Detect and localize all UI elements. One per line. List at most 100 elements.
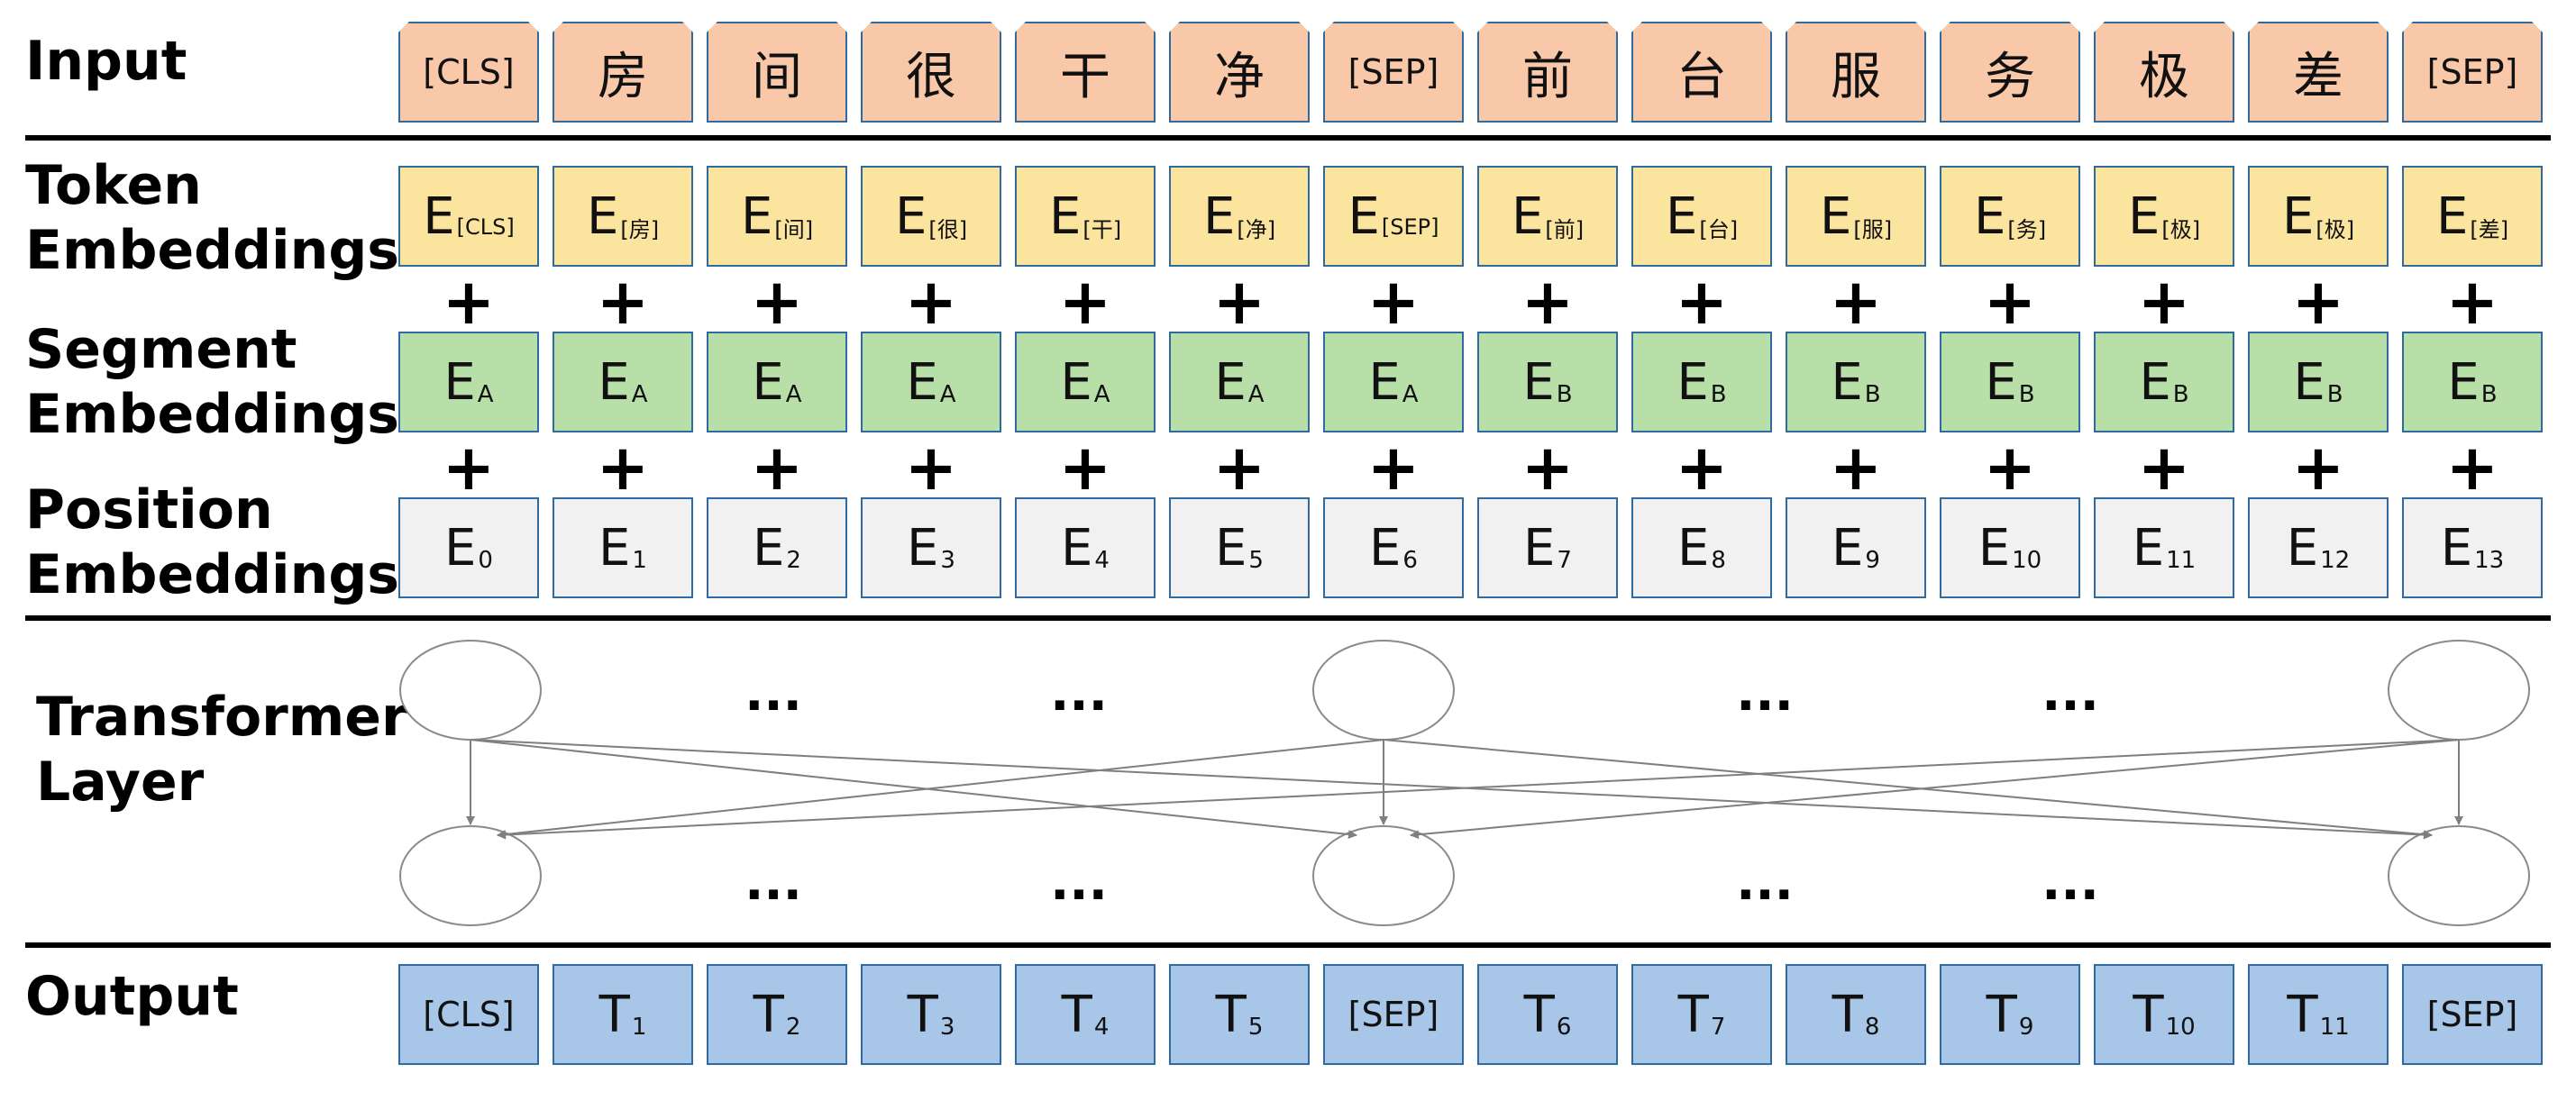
token-embedding-subscript: [极] <box>2316 216 2355 242</box>
input-row-label: Input <box>25 30 187 93</box>
plus-icon: + <box>750 265 804 339</box>
token-embedding-base: E <box>586 187 619 246</box>
ellipsis-icon: ... <box>1736 853 1794 912</box>
token-embedding-base: E <box>423 187 455 246</box>
ellipsis-icon: ... <box>1050 664 1108 723</box>
position-embedding-subscript: 4 <box>1094 547 1110 574</box>
output-token-subscript: 4 <box>1093 1014 1110 1041</box>
plus-icon: + <box>904 431 958 505</box>
plus-icon: + <box>1983 265 2037 339</box>
output-token-subscript: 3 <box>939 1014 955 1041</box>
position-embedding-base: E <box>2286 518 2319 578</box>
output-token: [SEP] <box>1323 964 1464 1065</box>
output-token-base: T <box>598 985 630 1044</box>
token-embedding: E[间] <box>707 166 847 267</box>
output-token-text: [CLS] <box>423 995 515 1034</box>
segment-embedding-base: E <box>1214 352 1247 412</box>
token-embedding-subscript: [CLS] <box>456 214 515 240</box>
output-token-base: T <box>1832 985 1863 1044</box>
position-embedding-base: E <box>907 518 939 578</box>
position-embedding-subscript: 2 <box>786 547 801 574</box>
segment-embedding-base: E <box>2139 352 2171 412</box>
output-token-base: T <box>1061 985 1092 1044</box>
plus-icon: + <box>1829 265 1883 339</box>
segment-embedding-subscript: A <box>1402 381 1419 408</box>
input-token-text: [SEP] <box>1347 52 1439 92</box>
segment-embedding-subscript: B <box>1556 381 1573 408</box>
segment-embedding-base: E <box>1522 352 1555 412</box>
segment-embedding-base: E <box>443 352 476 412</box>
input-token: 前 <box>1477 22 1618 123</box>
token-embedding: E[干] <box>1015 166 1156 267</box>
plus-icon: + <box>596 431 650 505</box>
output-row-label: Output <box>25 965 239 1028</box>
segment-embedding-subscript: A <box>477 381 494 408</box>
attention-arrow <box>470 739 1357 840</box>
plus-icon: + <box>1058 265 1112 339</box>
output-token: [SEP] <box>2402 964 2543 1065</box>
plus-icon: + <box>904 265 958 339</box>
segment-embedding-base: E <box>1676 352 1709 412</box>
token-embedding-base: E <box>1665 187 1698 246</box>
plus-icon: + <box>1829 431 1883 505</box>
input-token: 净 <box>1169 22 1310 123</box>
token-embedding: E[服] <box>1786 166 1926 267</box>
token-embedding-base: E <box>1202 187 1236 246</box>
output-token-base: T <box>1215 985 1247 1044</box>
plus-icon: + <box>2137 265 2191 339</box>
input-token: 务 <box>1940 22 2080 123</box>
position-embedding-subscript: 9 <box>1865 547 1880 574</box>
token-embedding-subscript: [差] <box>2470 216 2509 242</box>
position-embedding-subscript: 0 <box>478 547 493 574</box>
token-embedding-subscript: [房] <box>620 216 660 242</box>
position-embedding-base: E <box>1061 518 1093 578</box>
input-token: 很 <box>861 22 1001 123</box>
ellipsis-icon: ... <box>1736 664 1794 723</box>
output-token-text: [SEP] <box>1347 995 1439 1034</box>
token-embedding-subscript: [服] <box>1853 216 1893 242</box>
token-embedding-subscript: [台] <box>1699 216 1739 242</box>
token-embedding: E[前] <box>1477 166 1618 267</box>
plus-icon: + <box>442 265 496 339</box>
token-embedding-subscript: [很] <box>928 216 968 242</box>
output-token-subscript: 10 <box>2165 1014 2196 1041</box>
transformer-node <box>1312 825 1455 926</box>
token-embedding-base: E <box>2281 187 2315 246</box>
input-token: [SEP] <box>2402 22 2543 123</box>
position-embedding-base: E <box>2440 518 2473 578</box>
plus-icon: + <box>1212 431 1266 505</box>
token-embedding: E[很] <box>861 166 1001 267</box>
token-embedding-subscript: [净] <box>1237 216 1276 242</box>
separator-line <box>25 615 2551 621</box>
token-embedding: E[台] <box>1631 166 1772 267</box>
segment-embedding-base: E <box>1060 352 1092 412</box>
position-embedding-subscript: 1 <box>632 547 647 574</box>
ellipsis-icon: ... <box>2042 853 2099 912</box>
input-token-text: 务 <box>1985 47 2035 106</box>
input-token: 极 <box>2094 22 2234 123</box>
segment-embedding-base: E <box>906 352 938 412</box>
output-token-subscript: 5 <box>1247 1014 1264 1041</box>
token-embedding-base: E <box>894 187 927 246</box>
plus-icon: + <box>1366 265 1420 339</box>
token-embedding-base: E <box>1819 187 1852 246</box>
plus-icon: + <box>1058 431 1112 505</box>
position-embedding-base: E <box>444 518 477 578</box>
token-embedding: E[房] <box>553 166 693 267</box>
